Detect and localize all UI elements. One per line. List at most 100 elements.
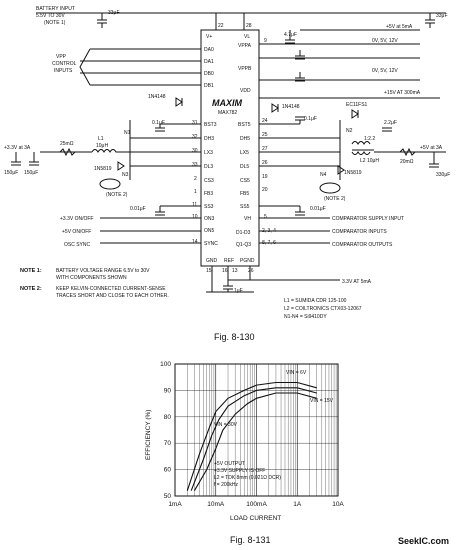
cap-150a-label: 150μF: [4, 170, 18, 176]
x-tick-label: 10mA: [207, 501, 225, 508]
cap-01-right-label: 0.1μF: [304, 116, 317, 122]
r25-resistor: [59, 147, 76, 157]
parts-l1: L1 = SUMIDA CDR 125-100: [284, 298, 347, 304]
series-label-15v: VIN = 15V: [310, 398, 334, 404]
pin-num-31: 31: [192, 120, 198, 126]
y-tick-label: 100: [160, 361, 171, 368]
osc-sync-label: OSC SYNC: [64, 242, 91, 248]
pin-num-14: 14: [192, 239, 198, 245]
annotation-1: +5V OUTPUT: [214, 461, 245, 467]
cap-top-right-label: 33μF: [436, 13, 448, 19]
p5v-3a-label: +5V at 3A: [420, 145, 443, 151]
pin-gnd: GND: [206, 258, 218, 264]
n3-label: N3: [122, 172, 129, 178]
pin-num-13: 13: [232, 268, 238, 274]
series-line: [186, 381, 317, 491]
pin-fb3: FB3: [204, 191, 213, 197]
p15v-label: +15V AT 300mA: [384, 90, 421, 96]
cap-47: [285, 30, 295, 44]
pin-num-33: 33: [192, 162, 198, 168]
y-axis-label: EFFICIENCY (%): [145, 410, 152, 460]
cap-22-label: 2.2μF: [384, 120, 397, 126]
in5819-right-label: 1N5819: [344, 170, 362, 176]
pin-num-20: 20: [262, 187, 268, 193]
pin-num-5: 5: [264, 214, 267, 220]
note1-line2: WITH COMPONENTS SHOWN: [56, 275, 127, 281]
pin-ref: REF: [224, 258, 234, 264]
cap-top-right: [425, 13, 435, 28]
schottky-left: [117, 161, 125, 171]
series-line: [193, 392, 317, 491]
ic-right-pins: VPPA VPPB VDD BST5 DH5 LX5 DL5 CS5 FB5 S…: [236, 38, 276, 248]
ic-body: [200, 29, 260, 267]
r20-resistor: [399, 147, 416, 157]
pin-num-26: 26: [262, 160, 268, 166]
pin-num-16: 16: [222, 268, 228, 274]
l2-label: L2 10μH: [360, 158, 379, 164]
pin-ss5: SS5: [240, 204, 250, 210]
l1-label: L1: [98, 136, 104, 142]
pin-num-19: 19: [262, 174, 268, 180]
pin-bst3: BST3: [204, 122, 217, 128]
pin-num-9: 9: [264, 38, 267, 44]
battery-label-1: BATTERY INPUT: [36, 6, 75, 12]
diode-left-label: 1N4148: [148, 94, 166, 100]
series-label-30v: VIN = 30V: [214, 422, 238, 428]
n1-label: N1: [124, 130, 131, 136]
annotation-4: f = 200kHz: [214, 482, 239, 488]
fig-130-caption: Fig. 8-130: [214, 332, 255, 342]
n2-label: N2: [346, 128, 353, 134]
pin-num-30: 30: [192, 148, 198, 154]
note2-right-label: (NOTE 2): [324, 196, 346, 202]
pin-ss3: SS3: [204, 204, 214, 210]
pin-num-2: 2: [194, 176, 197, 182]
pin-on3: ON3: [204, 216, 215, 222]
right-top-lines: [259, 29, 440, 99]
ic-part-number: MAX782: [218, 110, 237, 116]
battery-label-3: (NOTE 1): [44, 20, 66, 26]
pin-num-32: 32: [192, 134, 198, 140]
ic-top-pin-28: 28: [246, 23, 252, 29]
p5v-5ma-label: +5V at 5mA: [386, 24, 413, 30]
cap-150-pair: [11, 152, 39, 166]
left-buck-wires: [129, 120, 201, 180]
x-tick-label: 10A: [332, 501, 344, 508]
note2-line1: KEEP KELVIN-CONNECTED CURRENT-SENSE: [56, 286, 166, 292]
l1v-label: 10μH: [96, 143, 108, 149]
v33-5ma-label: 3.3V AT 5mA: [342, 279, 372, 285]
cap-001-right-label: 0.01μF: [310, 206, 326, 212]
vpp-label-1: VPP: [56, 54, 67, 60]
battery-label-2: 5.5V TO 30V: [36, 13, 65, 19]
cap-330: [429, 152, 439, 168]
ratio-label: 1:2.2: [364, 136, 375, 142]
pin-d1d3: D1-D3: [236, 230, 251, 236]
cap-001-right: [259, 205, 305, 216]
n4-label: N4: [320, 172, 327, 178]
ic-bottom-wires: [206, 266, 340, 293]
pin-vppa: VPPA: [238, 43, 252, 49]
comparator-lines: [259, 217, 330, 244]
transformer: [351, 141, 374, 155]
pin-db0: DB0: [204, 71, 214, 77]
diode-right: [271, 103, 279, 113]
inductor-l1: [91, 149, 130, 153]
chart-grid: [174, 363, 338, 497]
ic-top-pin-22: 22: [218, 23, 224, 29]
schottky-right: [337, 165, 345, 175]
x-axis-label: LOAD CURRENT: [230, 515, 281, 522]
pin-fb5: FB5: [240, 191, 249, 197]
pin-lx5: LX5: [240, 150, 249, 156]
parts-l2: L2 = COILTRONICS CTX03-12067: [284, 306, 362, 312]
note2-left-label: (NOTE 2): [106, 192, 128, 198]
y-tick-label: 50: [164, 493, 172, 500]
vppb-out-label: 0V, 5V, 12V: [372, 68, 398, 74]
diode-left: [175, 97, 183, 107]
on5-input-label: +5V ON/OFF: [62, 229, 91, 235]
pin-q1q3: Q1-Q3: [236, 242, 251, 248]
vpp-label-2: CONTROL: [52, 61, 77, 67]
kelvin-loop-left: [99, 178, 121, 190]
pin-cs3: CS3: [204, 178, 214, 184]
x-tick-label: 1mA: [168, 501, 182, 508]
